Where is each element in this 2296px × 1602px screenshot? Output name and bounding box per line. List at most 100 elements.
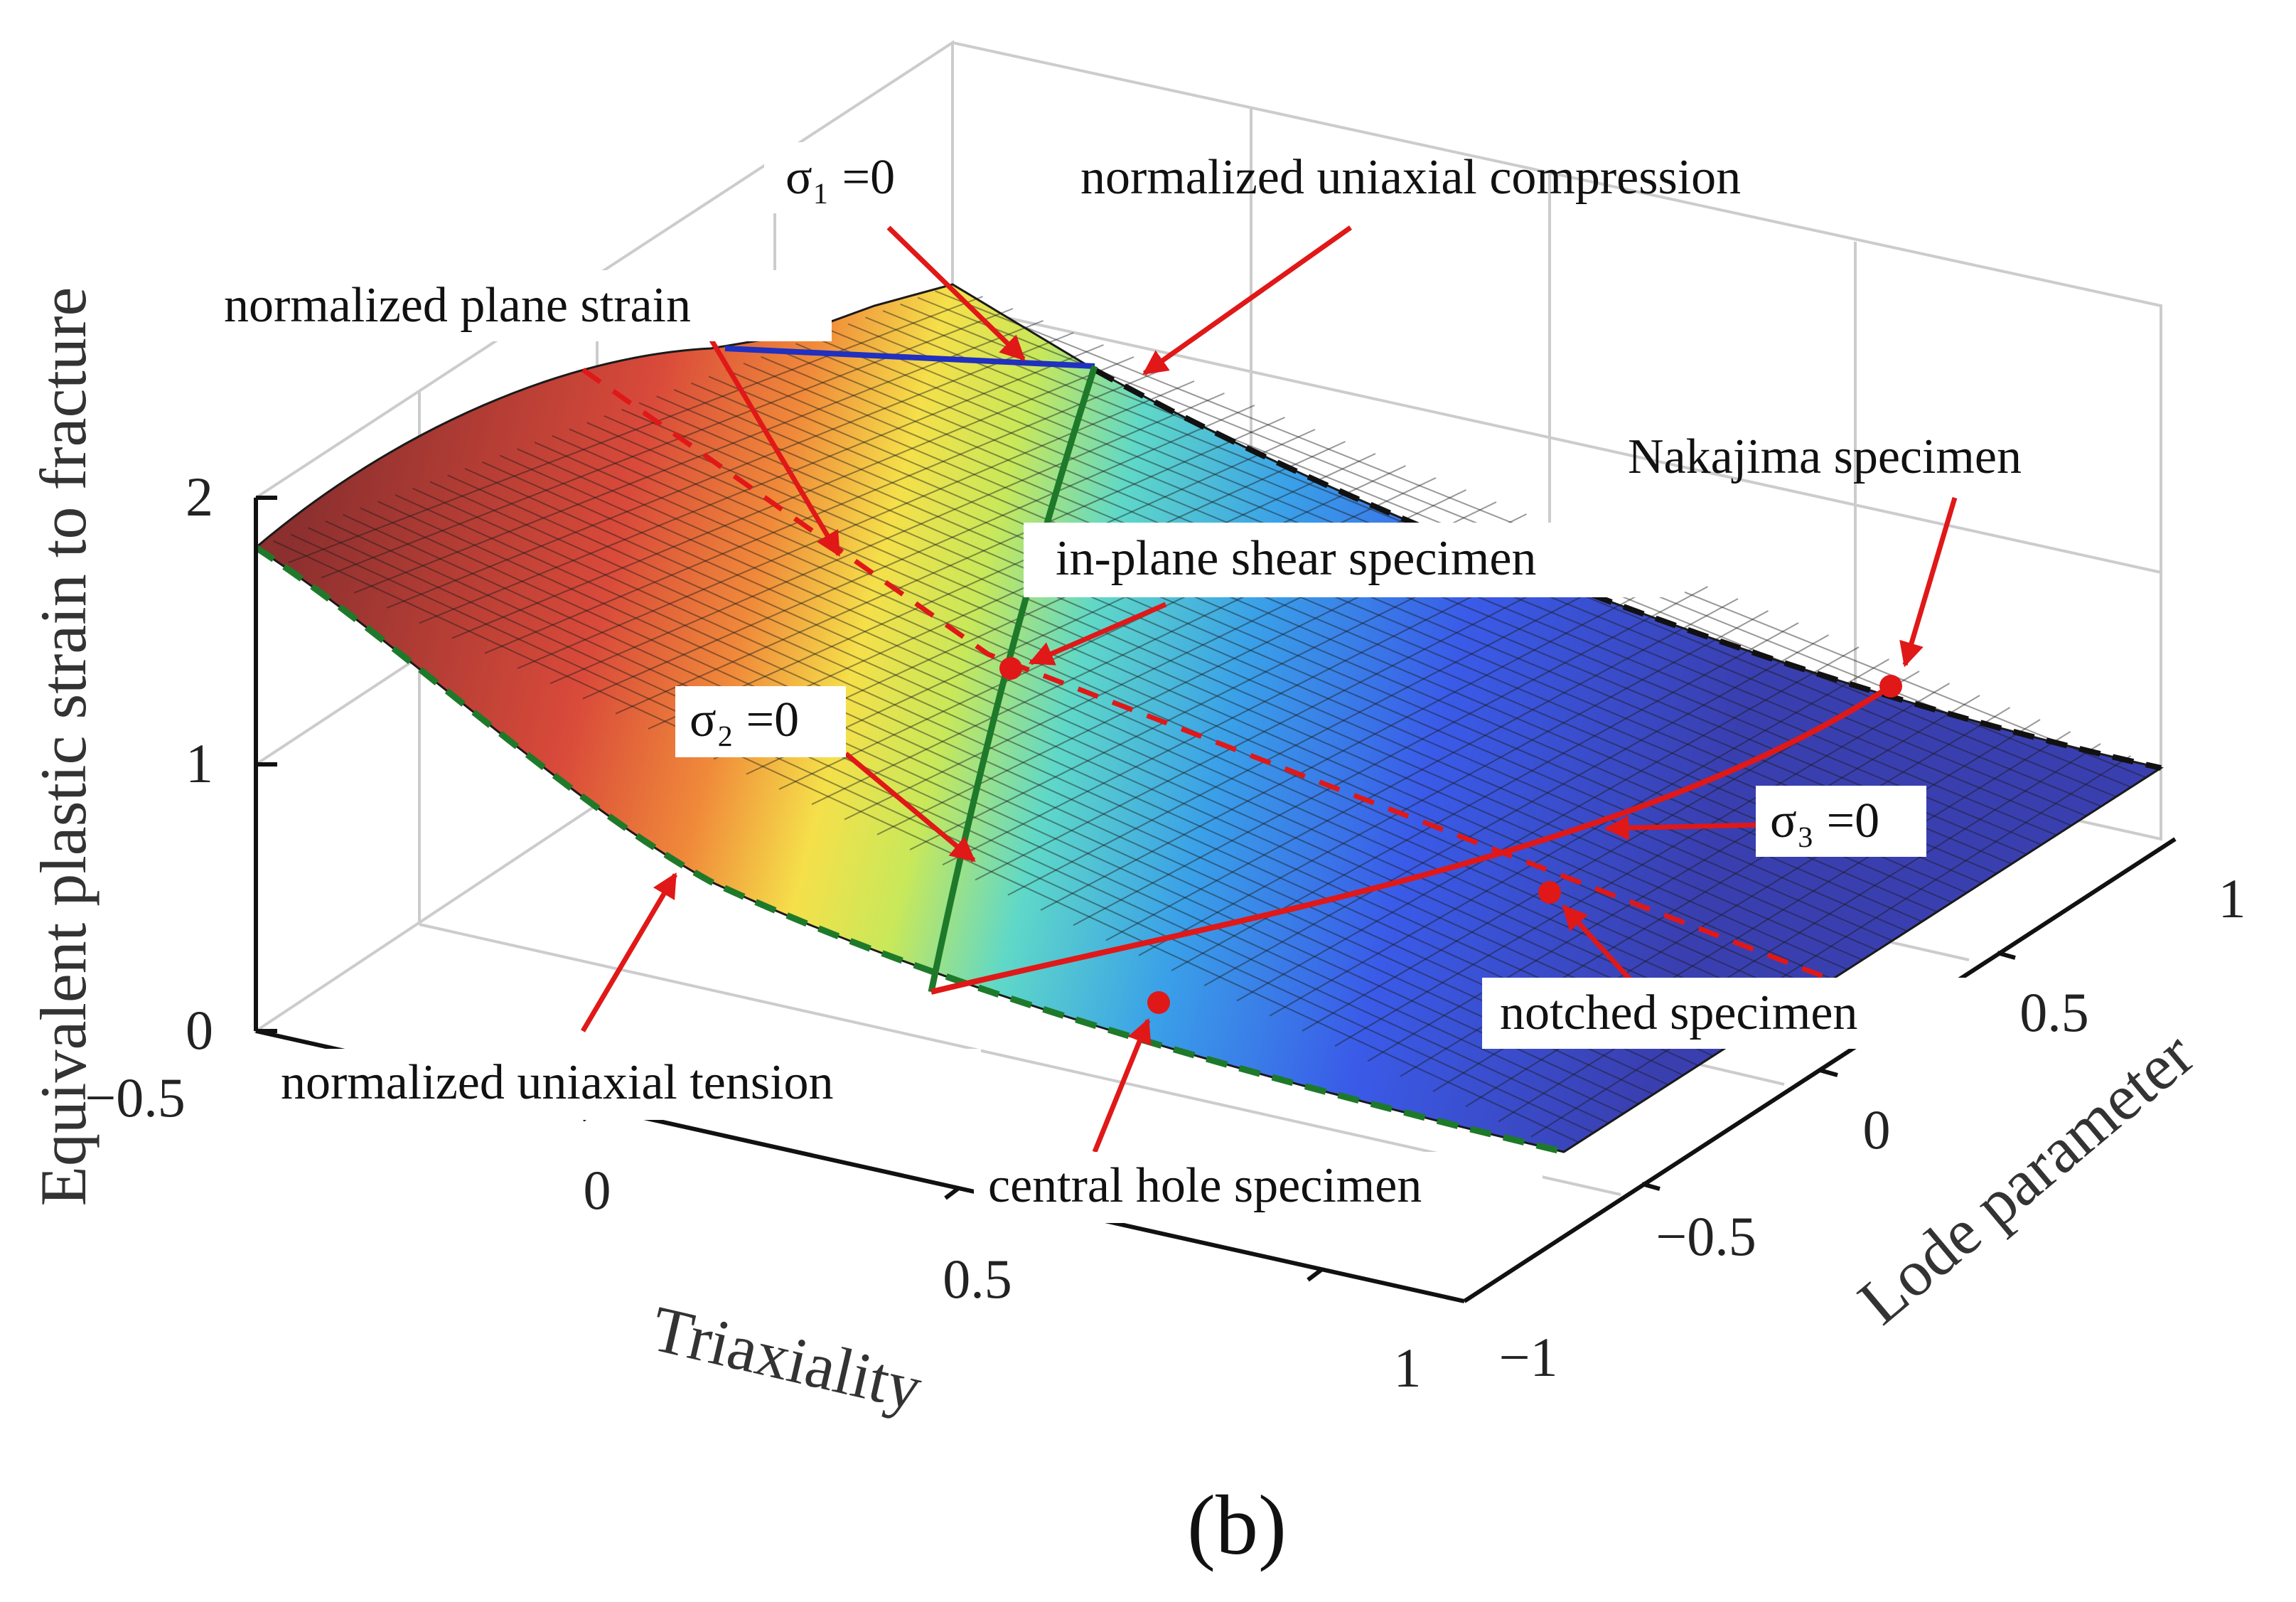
- mesh-line: [1105, 598, 1739, 941]
- arrow-sigma1: [886, 225, 1026, 361]
- uniaxial-tension-edge: [254, 545, 1565, 1155]
- mesh-line: [615, 417, 1285, 715]
- arrow-notched: [1562, 904, 1637, 987]
- mesh-line: [360, 507, 1654, 1095]
- sigma3-curve: [930, 683, 1893, 995]
- arrow-in-plane-shear: [1028, 602, 1167, 666]
- mesh-line: [549, 393, 1225, 685]
- uniaxial-compression-label: normalized uniaxial compression: [1080, 150, 1741, 205]
- mesh-line: [586, 422, 1848, 971]
- in-plane-shear-point: [999, 657, 1022, 680]
- arrow-plane-strain: [701, 326, 842, 557]
- panel-label: (b): [1187, 1478, 1287, 1572]
- y-axis-label: Lode parameter: [1845, 1018, 2207, 1338]
- mesh-line: [451, 356, 1134, 639]
- nakajima-point: [1879, 675, 1902, 698]
- mesh-line: [778, 349, 2012, 865]
- mesh-line: [353, 320, 1044, 594]
- mesh-line: [1007, 562, 1648, 896]
- mesh-line: [482, 461, 1759, 1028]
- y-tick-label: 0.5: [2019, 981, 2089, 1043]
- mesh-line: [1269, 658, 1889, 1017]
- notched-point: [1538, 881, 1561, 904]
- plane-strain-line: [581, 368, 1828, 981]
- sigma2-box: [675, 686, 846, 757]
- z-axis-label: Equivalent plastic strain to fracture: [27, 287, 100, 1207]
- x-tick-label: 0: [584, 1159, 611, 1221]
- mesh-line: [377, 501, 1669, 1086]
- mesh-line: [582, 405, 1255, 700]
- mesh-line: [321, 308, 1014, 579]
- mesh-line: [621, 408, 1878, 951]
- central-hole-point: [1147, 991, 1170, 1014]
- plane-strain-label: normalized plane strain: [224, 278, 691, 333]
- mesh-line: [1334, 683, 1951, 1047]
- mesh-line: [1367, 695, 1980, 1062]
- mesh-line: [288, 296, 983, 564]
- mesh-line: [499, 454, 1774, 1018]
- y-tick-label: 1: [2219, 867, 2246, 929]
- z-tick-label: 0: [186, 999, 213, 1061]
- mesh-line: [708, 375, 1953, 903]
- mesh-line: [1073, 586, 1708, 927]
- blue-curve: [724, 346, 1095, 369]
- central-hole-box: [974, 1152, 1543, 1223]
- y-tick-label: −1: [1499, 1326, 1558, 1388]
- mesh-line: [673, 389, 1923, 922]
- in-plane-shear-label: in-plane shear specimen: [1056, 531, 1536, 586]
- arrow-nakajima: [1899, 497, 1958, 668]
- mesh-line: [569, 428, 1833, 980]
- mesh-line: [447, 474, 1729, 1047]
- axis-ticks: [256, 496, 2016, 1282]
- mesh-line: [517, 380, 1195, 669]
- mesh-line: [1040, 574, 1678, 911]
- sigma1-box: [764, 142, 949, 213]
- x-tick-label: −0.5: [85, 1067, 186, 1128]
- y-tick-label: 0: [1863, 1099, 1891, 1160]
- mesh-line: [1203, 634, 1829, 987]
- arrow-uniaxial-compression: [1142, 225, 1353, 375]
- mesh-line: [429, 481, 1714, 1057]
- mesh-line: [1236, 646, 1860, 1002]
- mesh-line: [1498, 743, 2101, 1123]
- mesh-line: [325, 520, 1624, 1114]
- arrow-sigma3: [1604, 815, 1764, 840]
- x-axis-label: Triaxiality: [645, 1292, 928, 1424]
- fracture-surface: [254, 283, 2164, 1153]
- y-tick-label: −0.5: [1656, 1205, 1756, 1267]
- mesh-line: [552, 434, 1818, 990]
- mesh-line: [656, 395, 1908, 932]
- arrow-central-hole: [1092, 1018, 1152, 1153]
- mesh-line: [484, 368, 1164, 654]
- notched-box: [1482, 978, 1965, 1049]
- mesh-line: [975, 550, 1618, 881]
- mesh-line: [534, 442, 1803, 999]
- arrow-sigma2: [844, 752, 976, 863]
- mesh-line: [648, 429, 1316, 730]
- annotation-arrows: [580, 225, 1958, 1153]
- sigma3-box: [1756, 786, 1926, 857]
- in-plane-shear-box: [1024, 523, 1685, 597]
- mesh-line: [1138, 610, 1769, 956]
- z-tick-label: 1: [186, 732, 213, 794]
- grid-line: [952, 304, 2162, 574]
- mesh-line: [464, 468, 1744, 1037]
- mesh-line: [419, 344, 1104, 624]
- mesh-line: [603, 415, 1863, 961]
- x-tick-label: 0.5: [943, 1248, 1012, 1310]
- x-tick-label: 1: [1394, 1337, 1422, 1399]
- sigma3-zero-label: σ₃ =0: [1770, 794, 1879, 848]
- mesh-line: [273, 540, 1579, 1143]
- mesh-line: [308, 527, 1609, 1124]
- nakajima-label: Nakajima specimen: [1628, 429, 2022, 484]
- mesh-line: [795, 343, 2027, 855]
- mesh-line: [395, 494, 1684, 1076]
- plane-strain-box: [213, 270, 832, 341]
- central-hole-label: central hole specimen: [988, 1158, 1422, 1213]
- mesh-line: [638, 402, 1893, 941]
- mesh-line: [1530, 755, 2132, 1138]
- notched-label: notched specimen: [1500, 986, 1857, 1040]
- uniaxial-tension-label: normalized uniaxial tension: [281, 1055, 834, 1110]
- z-tick-label: 2: [186, 466, 213, 528]
